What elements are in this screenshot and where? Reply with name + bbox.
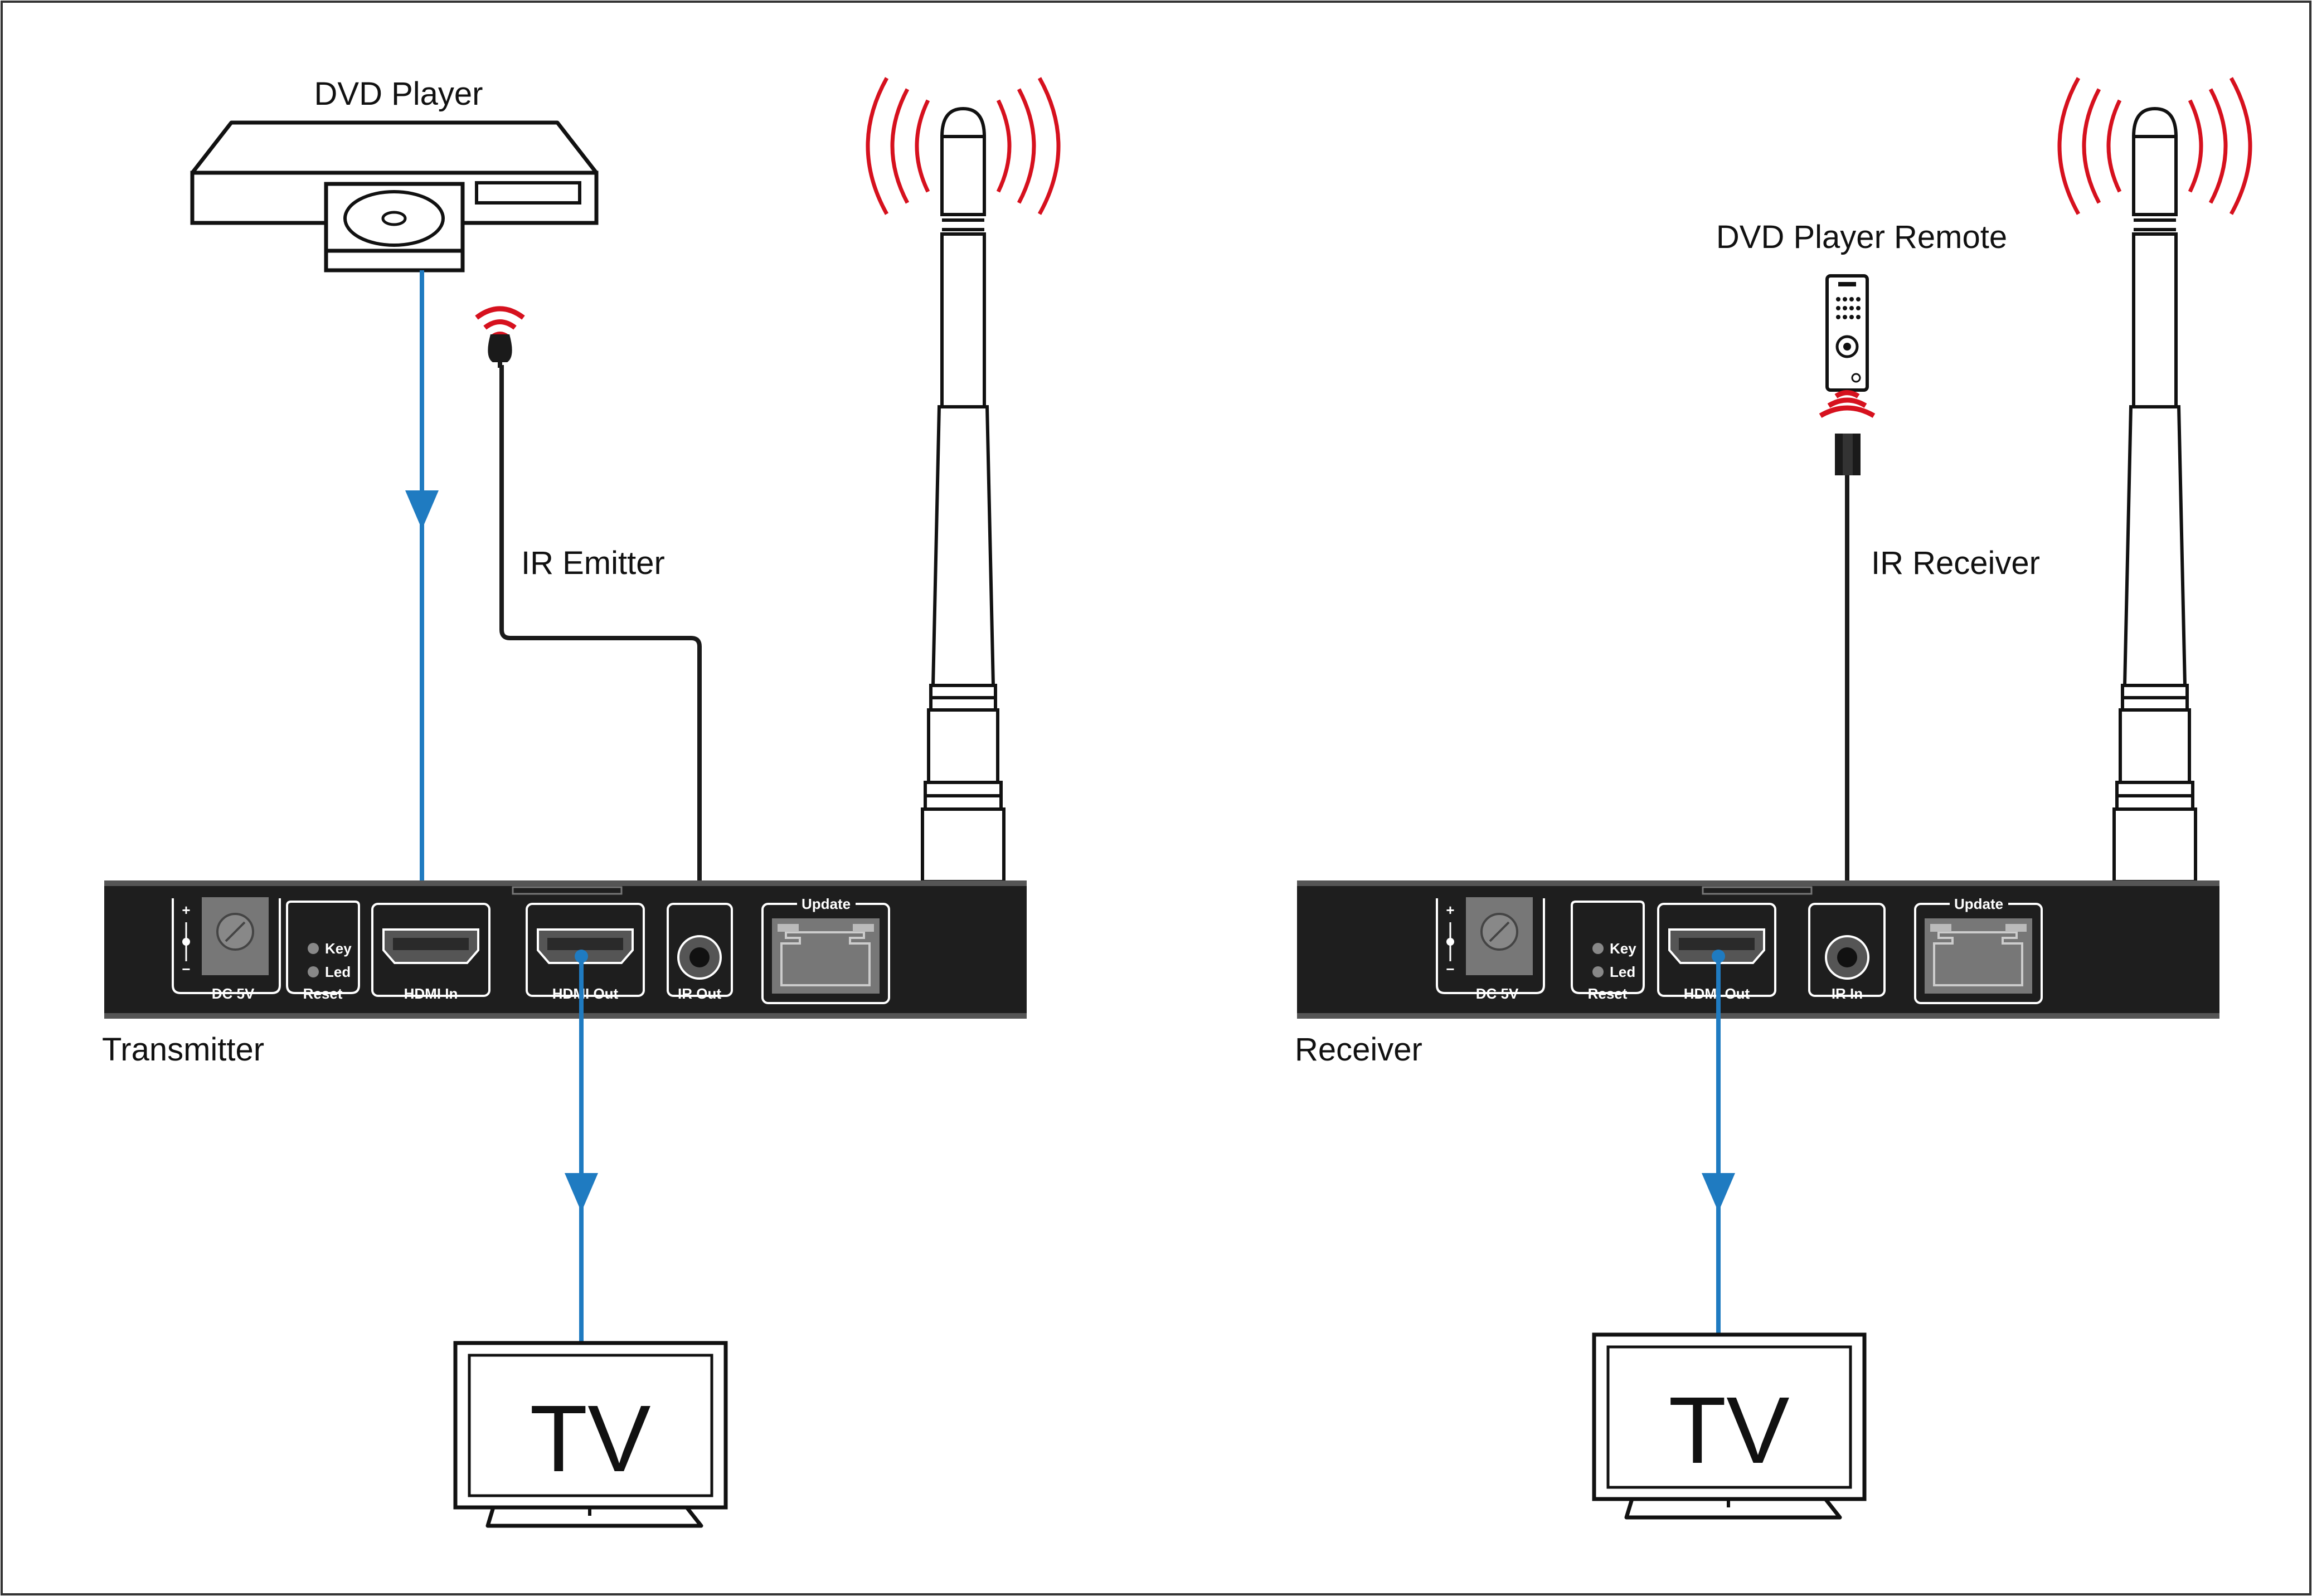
transmitter-dc-port-label: DC 5V — [212, 985, 255, 1002]
ir-emitter-label: IR Emitter — [521, 545, 665, 581]
tv-right-icon — [1592, 1332, 1867, 1520]
transmitter-hdmi-in-label: HDMI In — [404, 985, 458, 1002]
transmitter-wireless-waves — [866, 77, 1061, 215]
transmitter-ir-out-label: IR Out — [678, 985, 721, 1002]
receiver-label: Receiver — [1295, 1031, 1422, 1068]
transmitter-reset-label: Reset — [303, 985, 343, 1002]
hdmi-cable-receiver-to-tv — [1702, 950, 1735, 1335]
dc-plus-label: + — [182, 902, 190, 918]
transmitter-hdmi-out-label: HDMI Out — [552, 985, 619, 1002]
dc-minus-label: − — [1446, 961, 1454, 977]
transmitter-label: Transmitter — [102, 1031, 264, 1068]
transmitter-update-label: Update — [802, 896, 851, 912]
dc-plus-label: + — [1446, 902, 1454, 918]
hdmi-cable-transmitter-to-tv — [565, 950, 598, 1343]
ir-receiver-label: IR Receiver — [1871, 545, 2040, 581]
receiver-update-label: Update — [1954, 896, 2003, 912]
hdmi-cable-dvd-to-transmitter — [405, 270, 439, 961]
dc-minus-label: − — [182, 961, 190, 977]
tv-left-label: TV — [530, 1386, 650, 1492]
dvd-player-label: DVD Player — [314, 76, 483, 112]
transmitter-device: + − DC 5V Key Led Reset HDMI In HDMI Out… — [104, 880, 1027, 1019]
dvd-player-icon — [190, 120, 599, 273]
dvd-remote-icon — [1825, 274, 1869, 392]
receiver-ir-in-label: IR In — [1832, 985, 1863, 1002]
dvd-remote-label: DVD Player Remote — [1716, 219, 2007, 255]
key-label: Key — [1610, 940, 1636, 957]
key-label: Key — [325, 940, 352, 957]
receiver-device: + − DC 5V Key Led Reset HDMI Out IR In U… — [1297, 880, 2219, 1019]
led-label: Led — [325, 964, 351, 980]
tv-left-icon — [453, 1341, 728, 1528]
ir-receiver-waves — [1819, 390, 1876, 418]
ir-receiver-icon — [1835, 434, 1861, 475]
receiver-dc-port-label: DC 5V — [1476, 985, 1519, 1002]
receiver-reset-label: Reset — [1588, 985, 1628, 1002]
receiver-antenna-icon — [2112, 106, 2197, 985]
ir-emitter-cable — [499, 365, 702, 953]
ir-emitter-icon — [475, 306, 525, 368]
led-label: Led — [1610, 964, 1635, 980]
transmitter-antenna-icon — [921, 106, 1006, 985]
tv-right-label: TV — [1668, 1378, 1789, 1483]
receiver-wireless-waves — [2057, 77, 2252, 215]
